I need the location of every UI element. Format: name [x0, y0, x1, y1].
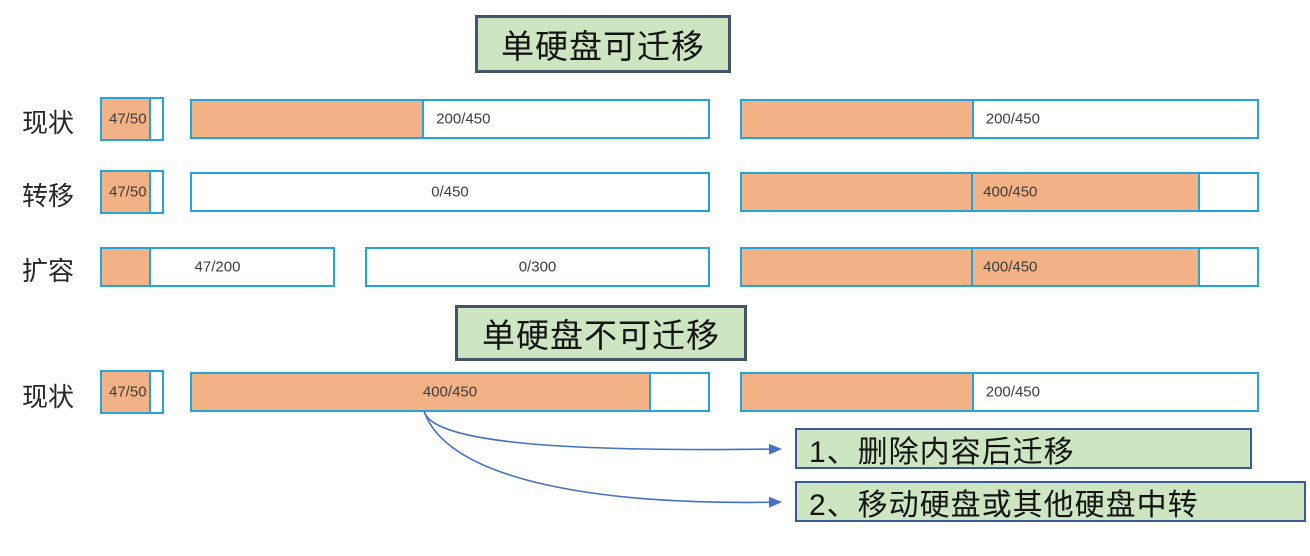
disk-bar-b: 200/450 [740, 99, 1259, 139]
section-title-migratable: 单硬盘可迁移 [475, 15, 731, 73]
disk-bar-system: 47/50 [100, 170, 164, 214]
bar-label: 47/200 [194, 258, 241, 276]
row-label-current-1: 现状 [22, 108, 75, 138]
disk-bar-system: 47/50 [100, 97, 164, 141]
disk-bar-b: 200/450 [740, 372, 1259, 412]
disk-bar-system-expanded: 47/200 [100, 247, 335, 287]
disk-bar-a: 0/300 [365, 247, 710, 287]
disk-bar-system: 47/50 [100, 370, 164, 414]
arrow-to-callout-2 [423, 410, 782, 508]
disk-bar-b: 400/450 [740, 172, 1259, 212]
disk-fill [102, 372, 152, 412]
disk-fill [742, 374, 974, 410]
bar-label: 400/450 [422, 383, 478, 401]
bar-label: 47/50 [109, 110, 147, 128]
disk-fill [192, 101, 425, 137]
disk-bar-a-full: 400/450 [190, 372, 710, 412]
disk-fill [102, 249, 151, 285]
row-label-transfer: 转移 [22, 181, 75, 211]
bar-label: 200/450 [985, 383, 1040, 401]
bar-label: 400/450 [983, 258, 1038, 276]
row-label-current-2: 现状 [22, 382, 75, 412]
disk-segment-divider [971, 249, 974, 285]
arrow-to-callout-1 [423, 410, 782, 455]
disk-fill [192, 374, 652, 410]
bar-label: 47/50 [109, 383, 147, 401]
disk-fill [102, 99, 152, 139]
section-title-not-migratable: 单硬盘不可迁移 [455, 305, 747, 361]
row-label-expand: 扩容 [22, 256, 75, 286]
disk-fill [102, 172, 152, 212]
callout-delete-then-migrate: 1、删除内容后迁移 [795, 428, 1252, 469]
bar-label: 0/450 [431, 183, 469, 201]
bar-label: 47/50 [109, 183, 147, 201]
disk-bar-a: 200/450 [190, 99, 710, 139]
bar-label: 200/450 [985, 110, 1040, 128]
disk-segment-divider [971, 174, 974, 210]
disk-fill [742, 101, 974, 137]
disk-bar-b: 400/450 [740, 247, 1259, 287]
bar-label: 200/450 [436, 110, 491, 128]
callout-external-disk-relay: 2、移动硬盘或其他硬盘中转 [795, 481, 1306, 522]
disk-bar-a: 0/450 [190, 172, 710, 212]
bar-label: 400/450 [983, 183, 1038, 201]
bar-label: 0/300 [518, 258, 557, 276]
